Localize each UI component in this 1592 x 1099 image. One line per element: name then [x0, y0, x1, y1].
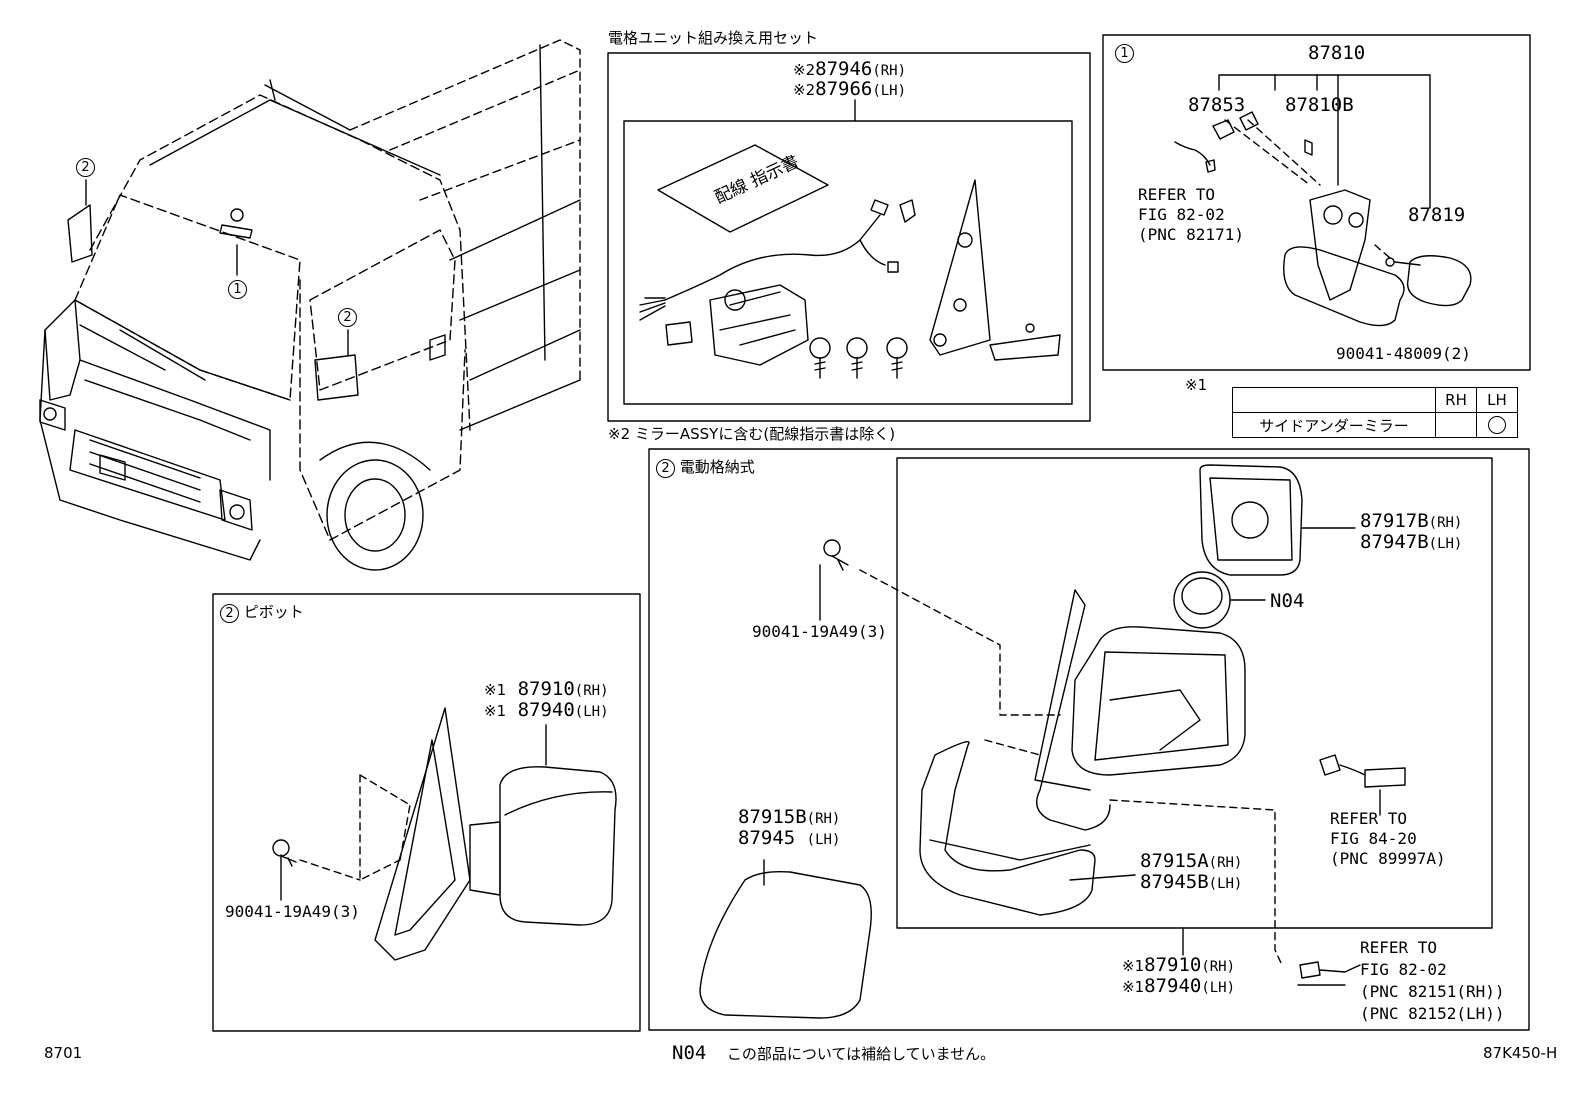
- kit-note: ※2 ミラーASSYに含む(配線指示書は除く): [608, 425, 896, 443]
- part-87853: 87853: [1188, 94, 1246, 116]
- mirror-cover: [699, 870, 872, 1019]
- cover-part-rh: 87915B(RH): [738, 806, 841, 828]
- part-87819: 87819: [1408, 204, 1466, 226]
- electric-refer2-1: REFER TO: [1360, 938, 1438, 957]
- inner-mirror-callout: 1: [1115, 44, 1134, 63]
- part-87810b: 87810B: [1285, 94, 1354, 116]
- truck-callout-2-right: 2: [338, 308, 357, 327]
- truck-illustration: [39, 39, 581, 571]
- footer-right-code: 87K450-H: [1483, 1044, 1558, 1062]
- glass-part-rh: 87917B(RH): [1360, 510, 1463, 532]
- electric-refer1-1: REFER TO: [1330, 809, 1408, 828]
- option-table: RH LH サイドアンダーミラー: [1232, 387, 1518, 438]
- housing-part-rh: 87915A(RH): [1140, 850, 1243, 872]
- electric-refer1-2: FIG 84-20: [1330, 829, 1417, 848]
- assy-part-lh: ※187940(LH): [1122, 975, 1236, 997]
- electric-refer2-4: (PNC 82152(LH)): [1360, 1004, 1505, 1023]
- instruction-booklet: [657, 144, 829, 233]
- option-table-cell-lh: [1476, 412, 1518, 438]
- kit-box-outer: [607, 52, 1091, 422]
- option-table-row: サイドアンダーミラー: [1232, 412, 1518, 438]
- part-87810: 87810: [1308, 42, 1366, 64]
- electric-refer2-3: (PNC 82151(RH)): [1360, 982, 1505, 1001]
- footer-note: N04 この部品については補給していません。: [672, 1042, 996, 1064]
- kit-box-inner: [623, 120, 1073, 405]
- mirror-base-arm: [1036, 589, 1111, 831]
- electric-bolt: 90041-19A49(3): [752, 622, 887, 641]
- pivot-title: 2 ピボット: [220, 604, 304, 623]
- option-table-cell-rh: [1435, 412, 1477, 438]
- inner-mirror-box: [1102, 34, 1531, 371]
- cover-part-lh: 87945 (LH): [738, 827, 841, 849]
- electric-refer1-3: (PNC 89997A): [1330, 849, 1446, 868]
- pivot-base: [374, 707, 471, 961]
- mirror-mount: [1309, 189, 1371, 301]
- inner-mirror-body: [1283, 246, 1405, 327]
- electric-title: 2 電動格納式: [656, 459, 755, 478]
- electric-refer2-2: FIG 82-02: [1360, 960, 1447, 979]
- option-table-mark: ※1: [1185, 376, 1208, 394]
- mirror-base-plate: [929, 179, 991, 356]
- option-table-corner: [1232, 387, 1436, 413]
- glass-part-lh: 87947B(LH): [1360, 531, 1463, 553]
- pivot-part-lh: ※1 87940(LH): [484, 699, 609, 721]
- option-table-header-row: RH LH: [1232, 387, 1518, 413]
- electric-box: [648, 448, 1530, 1031]
- cover-87819: [1406, 255, 1472, 307]
- housing-part-lh: 87945B(LH): [1140, 871, 1243, 893]
- kit-title: 電格ユニット組み換え用セット: [608, 29, 819, 47]
- electric-inner-box: [896, 457, 1493, 929]
- pivot-box: [212, 593, 641, 1032]
- motor-unit: [709, 284, 809, 366]
- pivot-mirror-head: [499, 766, 617, 926]
- actuator-label: N04: [1270, 590, 1305, 612]
- inner-refer-3: (PNC 82171): [1138, 225, 1244, 244]
- mirror-glass: [1199, 464, 1303, 576]
- mirror-lower-cover: [919, 741, 1096, 916]
- kit-part-lh: ※287966(LH): [793, 78, 907, 100]
- inner-bolt: 90041-48009(2): [1336, 344, 1471, 363]
- pivot-bolt: 90041-19A49(3): [225, 902, 360, 921]
- option-table-row-label: サイドアンダーミラー: [1232, 412, 1436, 438]
- inner-refer-1: REFER TO: [1138, 185, 1216, 204]
- assy-part-rh: ※187910(RH): [1122, 954, 1236, 976]
- pivot-part-rh: ※1 87910(RH): [484, 678, 609, 700]
- footer-left-code: 8701: [44, 1044, 83, 1062]
- inner-refer-2: FIG 82-02: [1138, 205, 1225, 224]
- mirror-housing: [1071, 626, 1246, 776]
- truck-callout-2-left: 2: [76, 158, 95, 177]
- kit-part-rh: ※287946(RH): [793, 58, 907, 80]
- truck-callout-1: 1: [228, 280, 247, 299]
- available-mark: [1488, 416, 1506, 435]
- option-table-header-lh: LH: [1476, 387, 1518, 413]
- option-table-header-rh: RH: [1435, 387, 1477, 413]
